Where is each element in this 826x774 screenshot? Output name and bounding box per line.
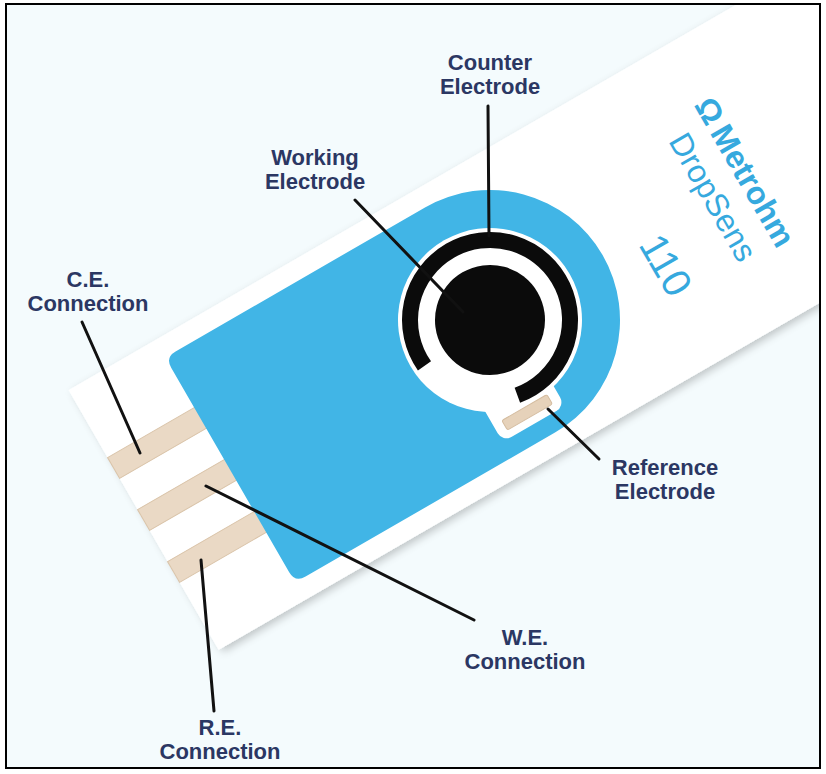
part-label: W.E. Connection bbox=[465, 626, 586, 674]
leader-line bbox=[355, 200, 463, 312]
leader-line bbox=[82, 322, 140, 453]
we-pad bbox=[138, 456, 244, 531]
strip-clip bbox=[69, 5, 819, 650]
strip-substrate bbox=[69, 5, 819, 650]
part-label: Working Electrode bbox=[265, 146, 365, 194]
counter-electrode bbox=[381, 211, 600, 430]
part-label: Reference Electrode bbox=[612, 456, 718, 504]
part-label: R.E. Connection bbox=[160, 716, 281, 764]
leader-lines bbox=[82, 106, 599, 711]
leader-line bbox=[201, 560, 214, 711]
sensor-strip bbox=[69, 5, 819, 650]
part-label: C.E. Connection bbox=[28, 268, 149, 316]
re-pad bbox=[168, 508, 274, 583]
part-label: Counter Electrode bbox=[440, 51, 540, 99]
leader-line bbox=[488, 106, 489, 236]
insulating-cover bbox=[165, 142, 667, 582]
leader-line bbox=[548, 409, 599, 459]
reference-electrode bbox=[502, 395, 553, 431]
leader-line bbox=[206, 486, 474, 620]
working-electrode bbox=[415, 245, 565, 395]
